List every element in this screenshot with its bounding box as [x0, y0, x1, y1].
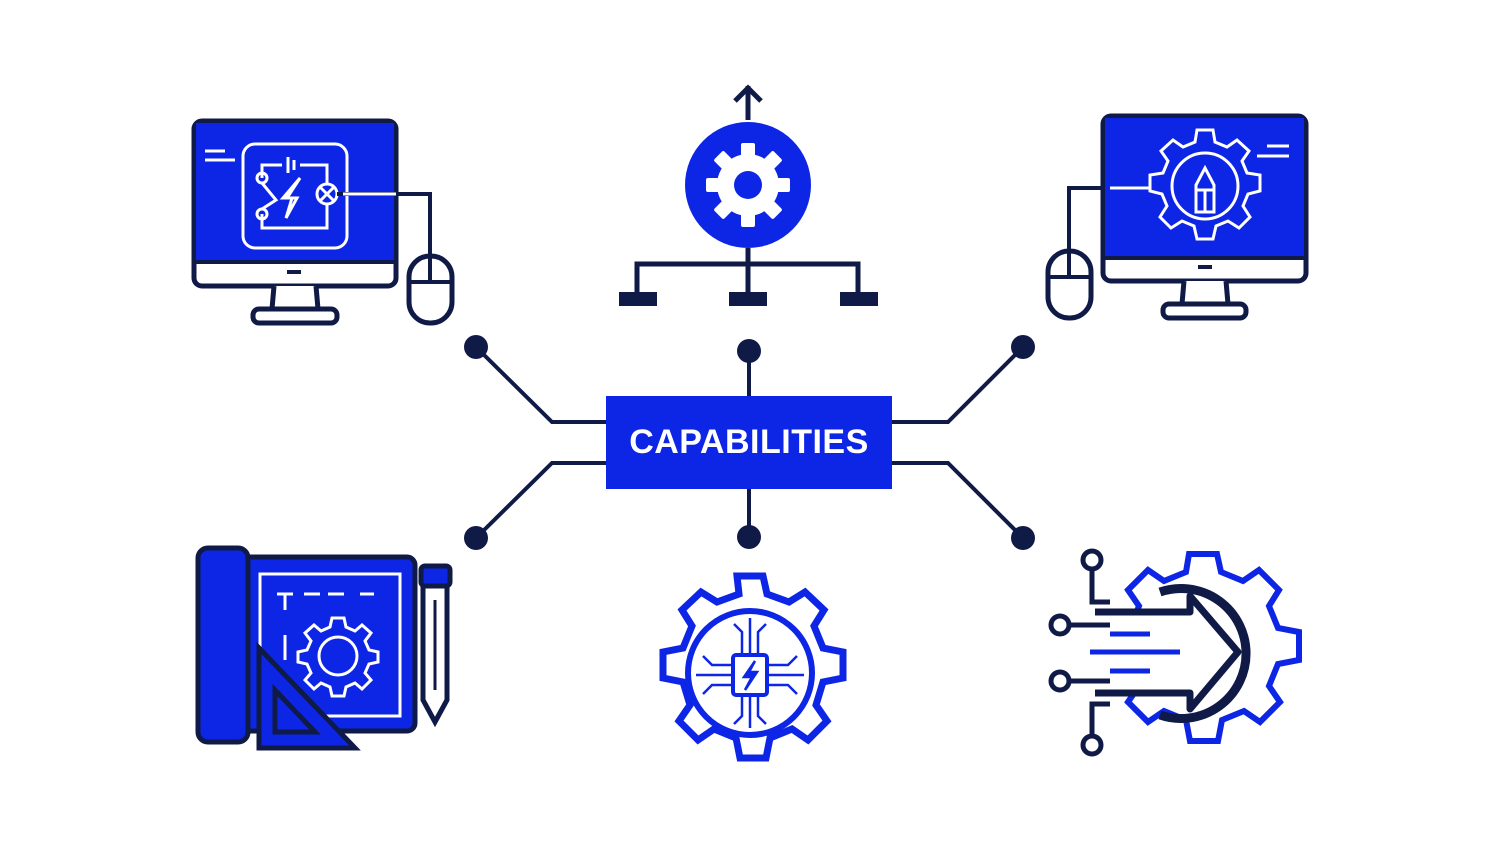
dot-top [737, 339, 761, 363]
dot-bottom [737, 525, 761, 549]
connectors [474, 345, 1025, 540]
gear-chip-icon [659, 572, 847, 762]
connector-bottom-left [474, 461, 606, 540]
center-box-bg [606, 396, 892, 489]
connector-top-right [892, 345, 1025, 424]
dot-top-left [464, 335, 488, 359]
monitor-circuit-icon [191, 118, 455, 326]
connector-dots [464, 335, 1035, 550]
dot-bottom-right [1011, 526, 1035, 550]
gear-arrow-circuit-icon [1048, 548, 1302, 757]
center-label: CAPABILITIES [629, 423, 869, 461]
blueprint-gear-icon [195, 545, 453, 751]
monitor-gear-pencil-icon [1045, 113, 1309, 321]
connector-bottom-right [892, 461, 1025, 540]
dot-bottom-left [464, 526, 488, 550]
connector-top-left [474, 345, 606, 424]
center-label-box: CAPABILITIES [606, 396, 892, 489]
dot-top-right [1011, 335, 1035, 359]
gear-hierarchy-icon [619, 84, 878, 306]
